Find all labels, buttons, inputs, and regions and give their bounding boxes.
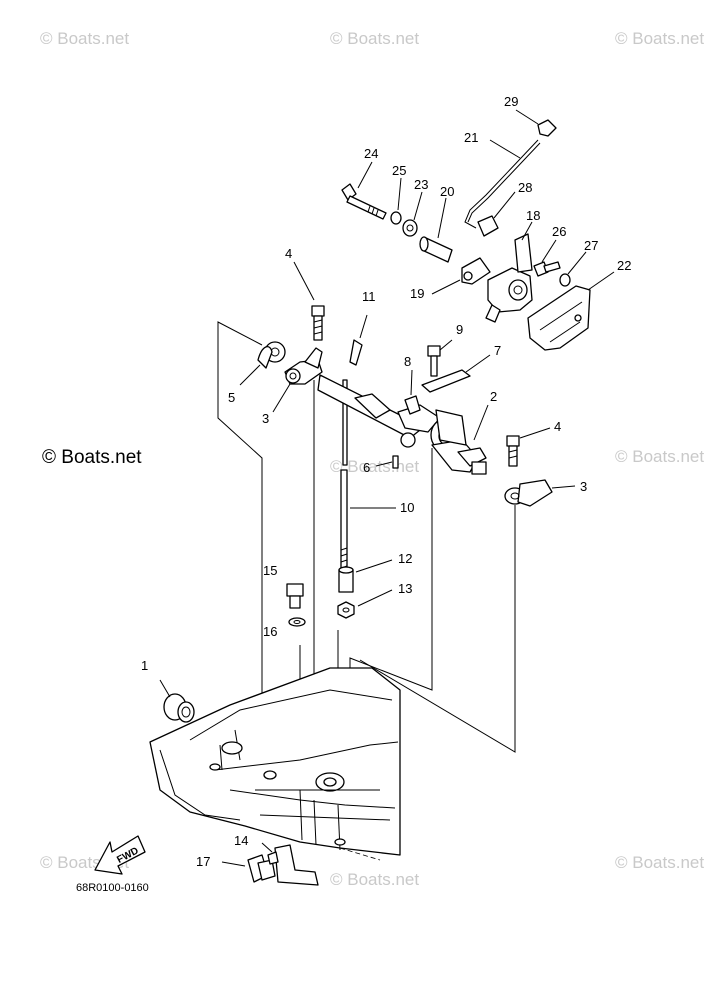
watermark-bottom-center: © Boats.net [330,870,419,889]
callout-19: 19 [410,286,424,301]
callout-1: 1 [141,658,148,673]
callout-27: 27 [584,238,598,253]
part-27-washer [559,251,587,287]
callout-15: 15 [263,563,277,578]
callout-17: 17 [196,854,210,869]
part-13-nut [337,589,393,619]
callout-6: 6 [363,460,370,475]
callout-29: 29 [504,94,518,109]
part-2-shift-lever-assembly [317,374,489,475]
callout-4-left: 4 [285,246,292,261]
part-22-bracket [527,271,615,351]
part-4-bolt-left [293,261,325,341]
callouts: 1 2 3 3 4 4 5 6 7 8 9 10 11 12 13 14 15 … [141,94,631,869]
callout-28: 28 [518,180,532,195]
part-11-pin [349,314,368,366]
callout-21: 21 [464,130,478,145]
watermark-top-center: © Boats.net [330,29,419,48]
callout-5: 5 [228,390,235,405]
callout-23: 23 [414,177,428,192]
callout-24: 24 [364,146,378,161]
part-8-clip [404,369,421,415]
part-3-link-left [272,347,323,413]
callout-7: 7 [494,343,501,358]
lower-casing [149,667,401,861]
callout-3-left: 3 [262,411,269,426]
callout-20: 20 [440,184,454,199]
watermark-top-left: © Boats.net [40,29,129,48]
part-14-17-clamp [221,842,319,886]
part-3-link-right [504,479,576,507]
part-23-washer [402,191,423,237]
part-15-bolt [286,583,304,609]
callout-26: 26 [552,224,566,239]
callout-13: 13 [398,581,412,596]
callout-8: 8 [404,354,411,369]
callout-9: 9 [456,322,463,337]
watermark-bottom-right: © Boats.net [615,853,704,872]
callout-22: 22 [617,258,631,273]
part-28-clip [477,191,516,237]
part-9-screw [427,339,453,377]
diagram-code: 68R0100-0160 [76,882,149,894]
part-7-plate [421,354,491,393]
part-25-washer [390,177,402,225]
part-19-link [431,257,491,295]
part-6-pin [375,455,399,469]
callout-16: 16 [263,624,277,639]
callout-10: 10 [400,500,414,515]
watermark-dark: © Boats.net [42,447,142,468]
callout-12: 12 [398,551,412,566]
part-12-spacer [338,559,393,593]
part-24-bolt [341,161,387,220]
part-21-rod [464,139,541,229]
part-29-cap [515,109,557,137]
part-26-screw [533,239,561,277]
callout-25: 25 [392,163,406,178]
watermark-top-right: © Boats.net [615,29,704,48]
callout-11: 11 [362,289,376,304]
part-18-lever [485,221,533,323]
part-5-clip [239,341,286,386]
part-1-grommet [159,679,195,723]
callout-3-right: 3 [580,479,587,494]
part-16-washer [288,617,306,627]
callout-4-right: 4 [554,419,561,434]
callout-2: 2 [490,389,497,404]
part-20-collar [419,197,453,263]
callout-14: 14 [234,833,248,848]
callout-18: 18 [526,208,540,223]
part-4-bolt-right [506,427,551,467]
watermark-mid-right: © Boats.net [615,447,704,466]
